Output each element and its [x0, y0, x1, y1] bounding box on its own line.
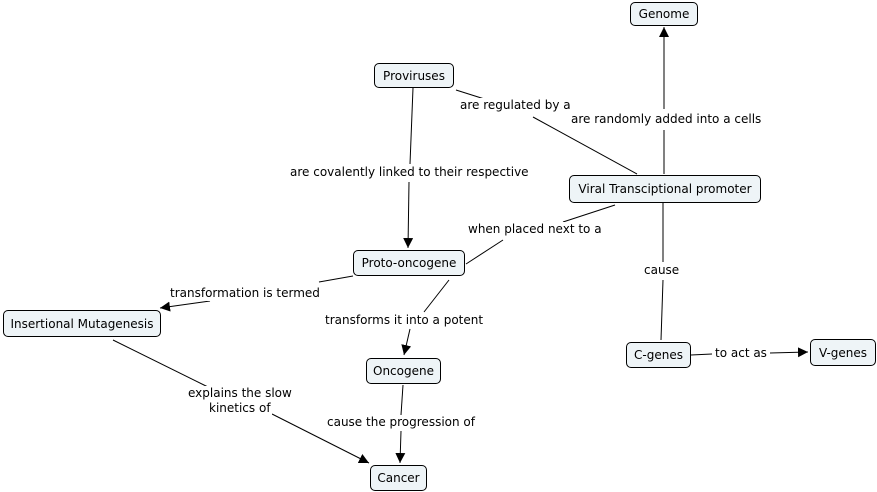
- link-label-to-act-as: to act as: [714, 346, 768, 361]
- link-label-cause-progression: cause the progression of: [326, 415, 476, 430]
- node-oncogene[interactable]: Oncogene: [366, 358, 441, 384]
- link-label-transforms-into: transforms it into a potent: [324, 313, 485, 328]
- link-label-explains-slow: explains the slow: [187, 386, 293, 401]
- edge-protooncogene-transforms: [423, 279, 450, 313]
- edge-termed-mutagenesis: [159, 300, 211, 312]
- link-label-covalently-linked: are covalently linked to their respectiv…: [289, 165, 530, 180]
- edge-cgenes-actas: [690, 353, 713, 356]
- node-genome[interactable]: Genome: [630, 2, 698, 26]
- link-label-randomly-added: are randomly added into a cells: [570, 112, 763, 127]
- node-proviruses[interactable]: Proviruses: [374, 63, 454, 88]
- edge-oncogene-progression: [400, 384, 404, 416]
- link-label-placed-next-to: when placed next to a: [467, 222, 603, 237]
- edge-actas-vgenes: [769, 347, 809, 358]
- edge-regulated-promoter: [532, 116, 638, 175]
- edge-explains-cancer: [271, 413, 370, 464]
- link-label-cause: cause: [643, 263, 681, 278]
- node-viral-transcriptional-promoter[interactable]: Viral Transciptional promoter: [569, 175, 761, 203]
- link-label-kinetics-of: kinetics of: [208, 401, 272, 416]
- node-c-genes[interactable]: C-genes: [626, 342, 691, 368]
- node-cancer[interactable]: Cancer: [370, 465, 427, 491]
- node-proto-oncogene[interactable]: Proto-oncogene: [353, 250, 465, 276]
- edge-transforms-oncogene: [401, 328, 412, 356]
- node-v-genes[interactable]: V-genes: [810, 339, 876, 366]
- edge-progression-cancer: [395, 430, 406, 464]
- node-insertional-mutagenesis[interactable]: Insertional Mutagenesis: [3, 310, 161, 337]
- link-label-transformation-termed: transformation is termed: [169, 286, 321, 301]
- edge-cause-cgenes: [660, 279, 664, 341]
- edge-placed-protooncogene: [465, 239, 504, 265]
- edge-protooncogene-termed: [318, 275, 354, 283]
- edge-promoter-placed: [562, 204, 616, 223]
- edge-linked-protooncogene: [403, 181, 414, 249]
- edge-proviruses-linked: [409, 87, 414, 165]
- link-label-are-regulated-by: are regulated by a: [459, 98, 572, 113]
- edge-mutagenesis-explains: [112, 339, 209, 388]
